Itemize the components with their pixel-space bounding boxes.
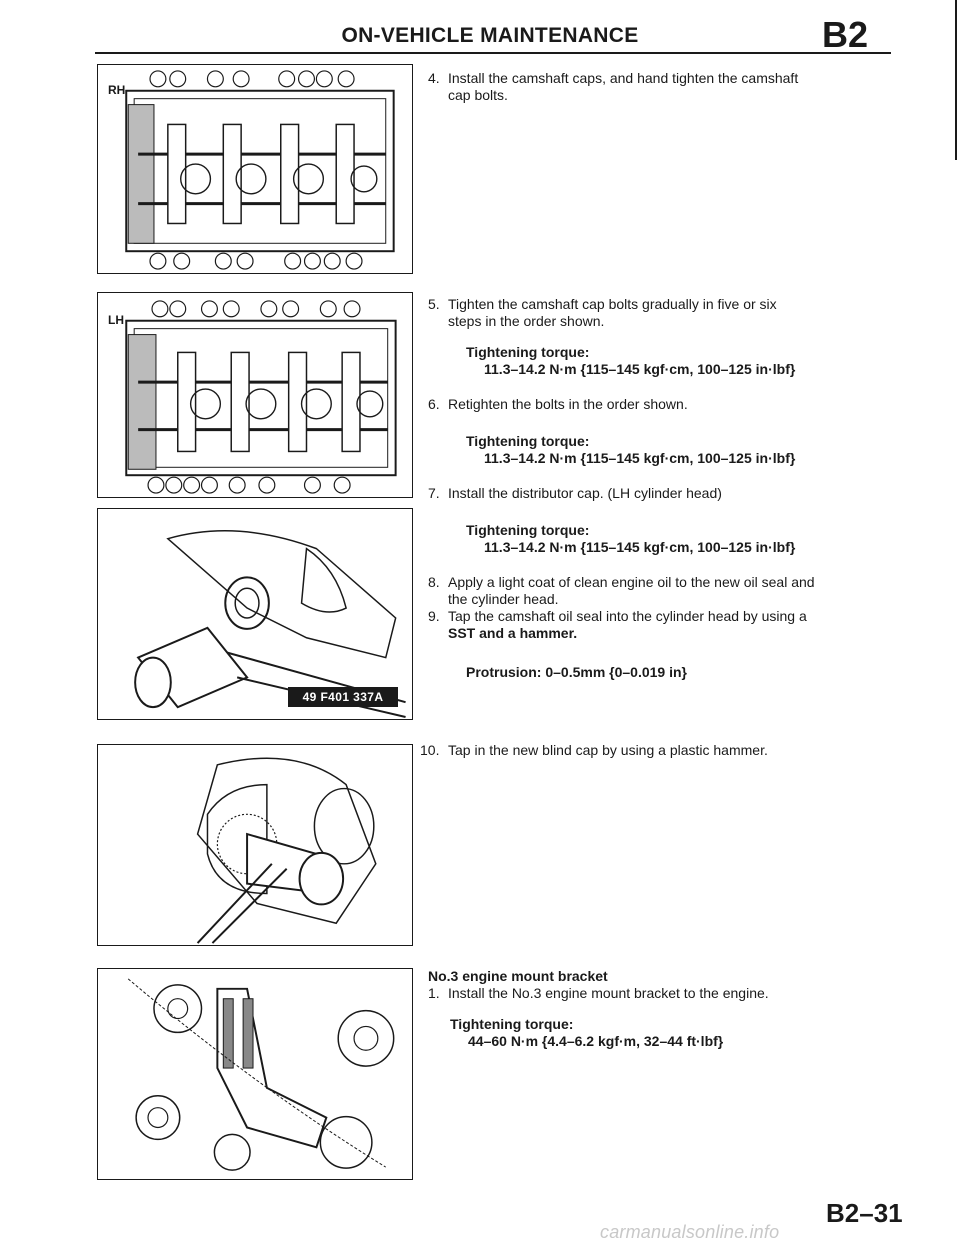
step-7-torque: Tightening torque: 11.3–14.2 N·m {115–14…: [428, 522, 898, 556]
step-5-torque: Tightening torque: 11.3–14.2 N·m {115–14…: [428, 344, 898, 378]
rh-label: RH: [108, 83, 126, 97]
step-number: 5.: [428, 296, 440, 312]
step-text: Install the camshaft caps, and hand tigh…: [448, 70, 799, 86]
step-text-cont: the cylinder head.: [448, 591, 559, 607]
section-code: B2: [822, 14, 869, 55]
section-heading: No.3 engine mount bracket: [428, 968, 608, 984]
step-text-cont: SST and a hammer.: [448, 625, 578, 641]
step-6: 6. Retighten the bolts in the order show…: [428, 396, 898, 413]
step-6-torque: Tightening torque: 11.3–14.2 N·m {115–14…: [428, 433, 898, 467]
page-number: B2–31: [826, 1198, 903, 1228]
page-edge-mark: [955, 0, 957, 160]
step-number: 9.: [428, 608, 440, 624]
step-4: 4. Install the camshaft caps, and hand t…: [428, 70, 898, 104]
mount-step-1: 1. Install the No.3 engine mount bracket…: [428, 985, 898, 1002]
step-10: 10. Tap in the new blind cap by using a …: [420, 742, 890, 759]
blind-cap-diagram: [97, 744, 413, 946]
rh-camshaft-diagram: RH: [97, 64, 413, 274]
step-7: 7. Install the distributor cap. (LH cyli…: [428, 485, 898, 502]
step-9-protrusion: Protrusion: 0–0.5mm {0–0.019 in}: [428, 664, 898, 681]
engine-mount-bracket-diagram: [97, 968, 413, 1180]
step-number: 10.: [420, 742, 440, 758]
page-header-title: ON-VEHICLE MAINTENANCE: [341, 24, 639, 47]
torque-label: Tightening torque:: [466, 522, 590, 538]
step-text: Tighten the camshaft cap bolts gradually…: [448, 296, 777, 312]
step-number: 7.: [428, 485, 440, 501]
step-10-block: 10. Tap in the new blind cap by using a …: [420, 742, 890, 759]
engine-mount-section: No.3 engine mount bracket 1. Install the…: [428, 968, 898, 1050]
step-text: Tap in the new blind cap by using a plas…: [448, 742, 768, 758]
steps-5-9-block: 5. Tighten the camshaft cap bolts gradua…: [428, 296, 898, 681]
step-number: 1.: [428, 985, 440, 1001]
protrusion-spec: Protrusion: 0–0.5mm {0–0.019 in}: [466, 664, 687, 680]
step-text: Retighten the bolts in the order shown.: [448, 396, 688, 412]
step-number: 8.: [428, 574, 440, 590]
step-9: 9. Tap the camshaft oil seal into the cy…: [428, 608, 898, 642]
step-number: 6.: [428, 396, 440, 412]
sst-part-number-badge: 49 F401 337A: [288, 687, 398, 707]
step-8: 8. Apply a light coat of clean engine oi…: [428, 574, 898, 608]
torque-label: Tightening torque:: [450, 1016, 574, 1032]
mount-torque: Tightening torque: 44–60 N·m {4.4–6.2 kg…: [428, 1016, 898, 1050]
engine-mount-illustration: [127, 978, 395, 1171]
torque-label: Tightening torque:: [466, 344, 590, 360]
torque-value: 11.3–14.2 N·m {115–145 kgf·cm, 100–125 i…: [484, 450, 796, 466]
step-4-block: 4. Install the camshaft caps, and hand t…: [428, 70, 898, 104]
lh-camshaft-diagram: LH: [97, 292, 413, 498]
oil-seal-sst-diagram: 49 F401 337A: [97, 508, 413, 720]
torque-value: 11.3–14.2 N·m {115–145 kgf·cm, 100–125 i…: [484, 361, 796, 377]
torque-value: 11.3–14.2 N·m {115–145 kgf·cm, 100–125 i…: [484, 539, 796, 555]
step-number: 4.: [428, 70, 440, 86]
step-text: Apply a light coat of clean engine oil t…: [448, 574, 815, 590]
torque-label: Tightening torque:: [466, 433, 590, 449]
step-5: 5. Tighten the camshaft cap bolts gradua…: [428, 296, 898, 330]
step-text-cont: cap bolts.: [448, 87, 508, 103]
torque-value: 44–60 N·m {4.4–6.2 kgf·m, 32–44 ft·lbf}: [468, 1033, 724, 1049]
rh-cylinder-head-illustration: [125, 70, 395, 270]
blind-cap-hammer-illustration: [196, 757, 377, 944]
step-text: Install the distributor cap. (LH cylinde…: [448, 485, 722, 501]
step-text-cont: steps in the order shown.: [448, 313, 605, 329]
oil-seal-hammer-illustration: [134, 530, 406, 718]
lh-label: LH: [108, 313, 124, 327]
step-text: Install the No.3 engine mount bracket to…: [448, 985, 769, 1001]
header-divider: [95, 52, 891, 54]
step-text: Tap the camshaft oil seal into the cylin…: [448, 608, 807, 624]
lh-cylinder-head-illustration: [125, 300, 397, 494]
site-watermark: carmanualsonline.info: [600, 1222, 780, 1242]
